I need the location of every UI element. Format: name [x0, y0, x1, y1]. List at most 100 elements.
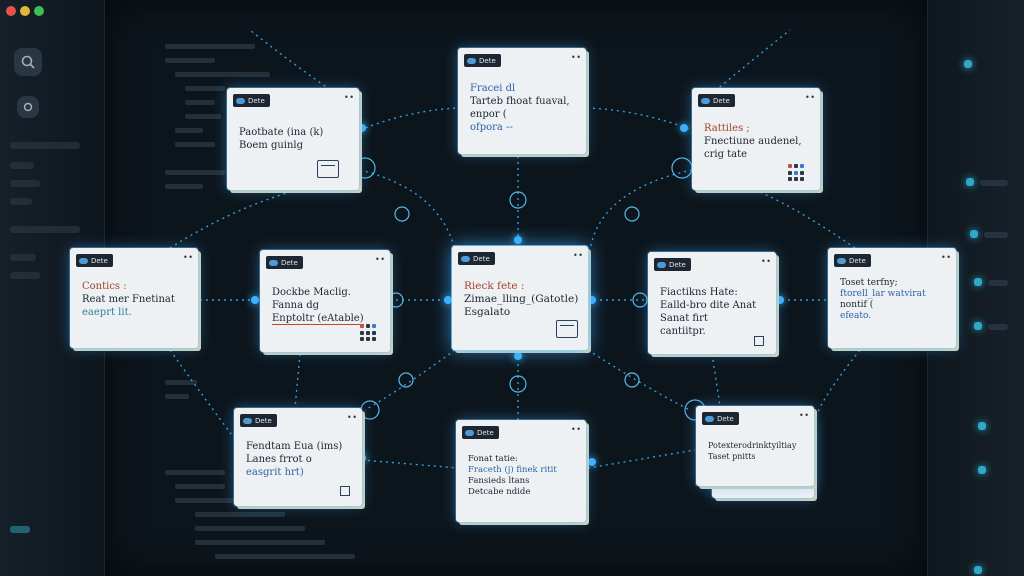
note-tag[interactable]: Dete — [458, 252, 495, 265]
panel-row — [980, 180, 1008, 186]
panel-row — [988, 324, 1008, 330]
sidebar-item[interactable] — [10, 226, 80, 233]
code-line — [195, 540, 325, 545]
note-body: Rieck fete : Zimae_lling_(Gatotle) Esgal… — [464, 280, 580, 319]
cloud-icon — [705, 415, 714, 422]
note-card[interactable]: Dete • • Fracei dl Tarteb fhoat fuaval, … — [458, 48, 586, 154]
note-tag[interactable]: Dete — [654, 258, 691, 271]
note-card[interactable]: Dete • • Toset terfny; ftorell_lar watvi… — [828, 248, 956, 348]
menu-dots-icon[interactable]: • • — [573, 251, 583, 260]
note-card[interactable]: Dete • • Paotbate (ina (k) Boem guinlg — [227, 88, 359, 190]
note-card[interactable]: Dete • • Potexterodrinktyiltiay Taset pn… — [696, 406, 814, 486]
menu-dots-icon[interactable]: • • — [183, 253, 193, 262]
note-card[interactable]: Dete • • Fiactikns Hate: Ealld-bro dite … — [648, 252, 776, 354]
sidebar-item[interactable] — [10, 180, 40, 187]
code-line — [185, 100, 215, 105]
note-line: eaeprt lit. — [82, 307, 132, 318]
note-line: Fansieds ltans — [468, 476, 530, 486]
menu-dots-icon[interactable]: • • — [344, 93, 354, 102]
link-node-ring — [394, 206, 410, 222]
document-icon[interactable] — [340, 486, 350, 496]
code-line — [175, 484, 225, 489]
menu-dots-icon[interactable]: • • — [941, 253, 951, 262]
highlighted-text: Enptoltr (eAtable) — [272, 313, 364, 325]
maximize-window-icon[interactable] — [34, 6, 44, 16]
status-indicator-icon — [964, 60, 972, 68]
code-line — [175, 72, 270, 77]
code-line — [215, 554, 355, 559]
note-tag[interactable]: Dete — [266, 256, 303, 269]
link-node[interactable] — [251, 296, 259, 304]
folder-icon[interactable] — [317, 160, 339, 178]
note-card[interactable]: Dete • • Fendtam Eua (ims) Lanes frrot o… — [234, 408, 362, 506]
note-tag[interactable]: Dete — [76, 254, 113, 267]
close-window-icon[interactable] — [6, 6, 16, 16]
code-line — [165, 380, 197, 385]
link-line — [759, 191, 856, 249]
note-line: ofpora -- — [470, 122, 513, 133]
sidebar-item[interactable] — [10, 526, 30, 533]
link-node[interactable] — [514, 236, 522, 244]
grid-icon[interactable] — [788, 164, 806, 182]
menu-dots-icon[interactable]: • • — [571, 425, 581, 434]
note-tag-label: Dete — [479, 56, 496, 65]
note-tag[interactable]: Dete — [702, 412, 739, 425]
note-tag[interactable]: Dete — [464, 54, 501, 67]
note-card[interactable]: Dete • • Rattiles ; Fnectiune audenel, c… — [692, 88, 820, 190]
note-line: Fonat tatie: — [468, 454, 518, 464]
note-line: ftorell_lar watvirat — [840, 289, 926, 299]
settings-icon[interactable] — [17, 96, 39, 118]
cloud-icon — [236, 97, 245, 104]
note-tag-label: Dete — [255, 416, 272, 425]
link-node[interactable] — [776, 296, 784, 304]
menu-dots-icon[interactable]: • • — [805, 93, 815, 102]
document-icon[interactable] — [754, 336, 764, 346]
link-node[interactable] — [680, 124, 688, 132]
note-card[interactable]: Dete • • Contics : Reat mer Fnetinat eae… — [70, 248, 198, 348]
menu-dots-icon[interactable]: • • — [347, 413, 357, 422]
note-card[interactable]: Dete • • Dockbe Maclig. Fanna dg Enptolt… — [260, 250, 390, 352]
sidebar-item[interactable] — [10, 162, 34, 169]
link-node[interactable] — [358, 124, 366, 132]
left-sidebar — [0, 20, 100, 576]
minimize-window-icon[interactable] — [20, 6, 30, 16]
note-line: Sanat firt — [660, 313, 708, 324]
panel-row — [988, 280, 1008, 286]
note-tag[interactable]: Dete — [462, 426, 499, 439]
sidebar-item[interactable] — [10, 142, 80, 149]
cloud-icon — [461, 255, 470, 262]
note-tag[interactable]: Dete — [834, 254, 871, 267]
note-tag[interactable]: Dete — [698, 94, 735, 107]
menu-dots-icon[interactable]: • • — [761, 257, 771, 266]
cloud-icon — [657, 261, 666, 268]
menu-dots-icon[interactable]: • • — [375, 255, 385, 264]
sidebar-item[interactable] — [10, 198, 32, 205]
note-body: Dockbe Maclig. Fanna dg Enptoltr (eAtabl… — [272, 286, 382, 325]
note-line: Fracei dl — [470, 83, 516, 94]
note-line: Fendtam Eua (ims) — [246, 441, 343, 452]
link-node[interactable] — [444, 296, 452, 304]
menu-dots-icon[interactable]: • • — [799, 411, 809, 420]
link-line — [814, 349, 861, 421]
note-line: Taset pnitts — [708, 452, 756, 461]
panel-row — [984, 232, 1008, 238]
note-card[interactable]: Dete • • Rieck fete : Zimae_lling_(Gatot… — [452, 246, 588, 350]
link-node[interactable] — [588, 458, 596, 466]
sidebar-item[interactable] — [10, 272, 40, 279]
folder-icon[interactable] — [556, 320, 578, 338]
cloud-icon — [465, 429, 474, 436]
link-node[interactable] — [588, 296, 596, 304]
status-indicator-icon — [978, 422, 986, 430]
note-line: Contics : — [82, 281, 127, 292]
link-node[interactable] — [358, 454, 366, 462]
right-sidebar — [924, 20, 1024, 576]
note-tag[interactable]: Dete — [233, 94, 270, 107]
link-line — [169, 349, 237, 441]
sidebar-item[interactable] — [10, 254, 36, 261]
search-icon[interactable] — [14, 48, 42, 76]
note-tag[interactable]: Dete — [240, 414, 277, 427]
grid-icon[interactable] — [360, 324, 378, 342]
menu-dots-icon[interactable]: • • — [571, 53, 581, 62]
link-node[interactable] — [514, 352, 522, 360]
note-card[interactable]: Dete • • Fonat tatie: Fraceth (j) finek … — [456, 420, 586, 522]
